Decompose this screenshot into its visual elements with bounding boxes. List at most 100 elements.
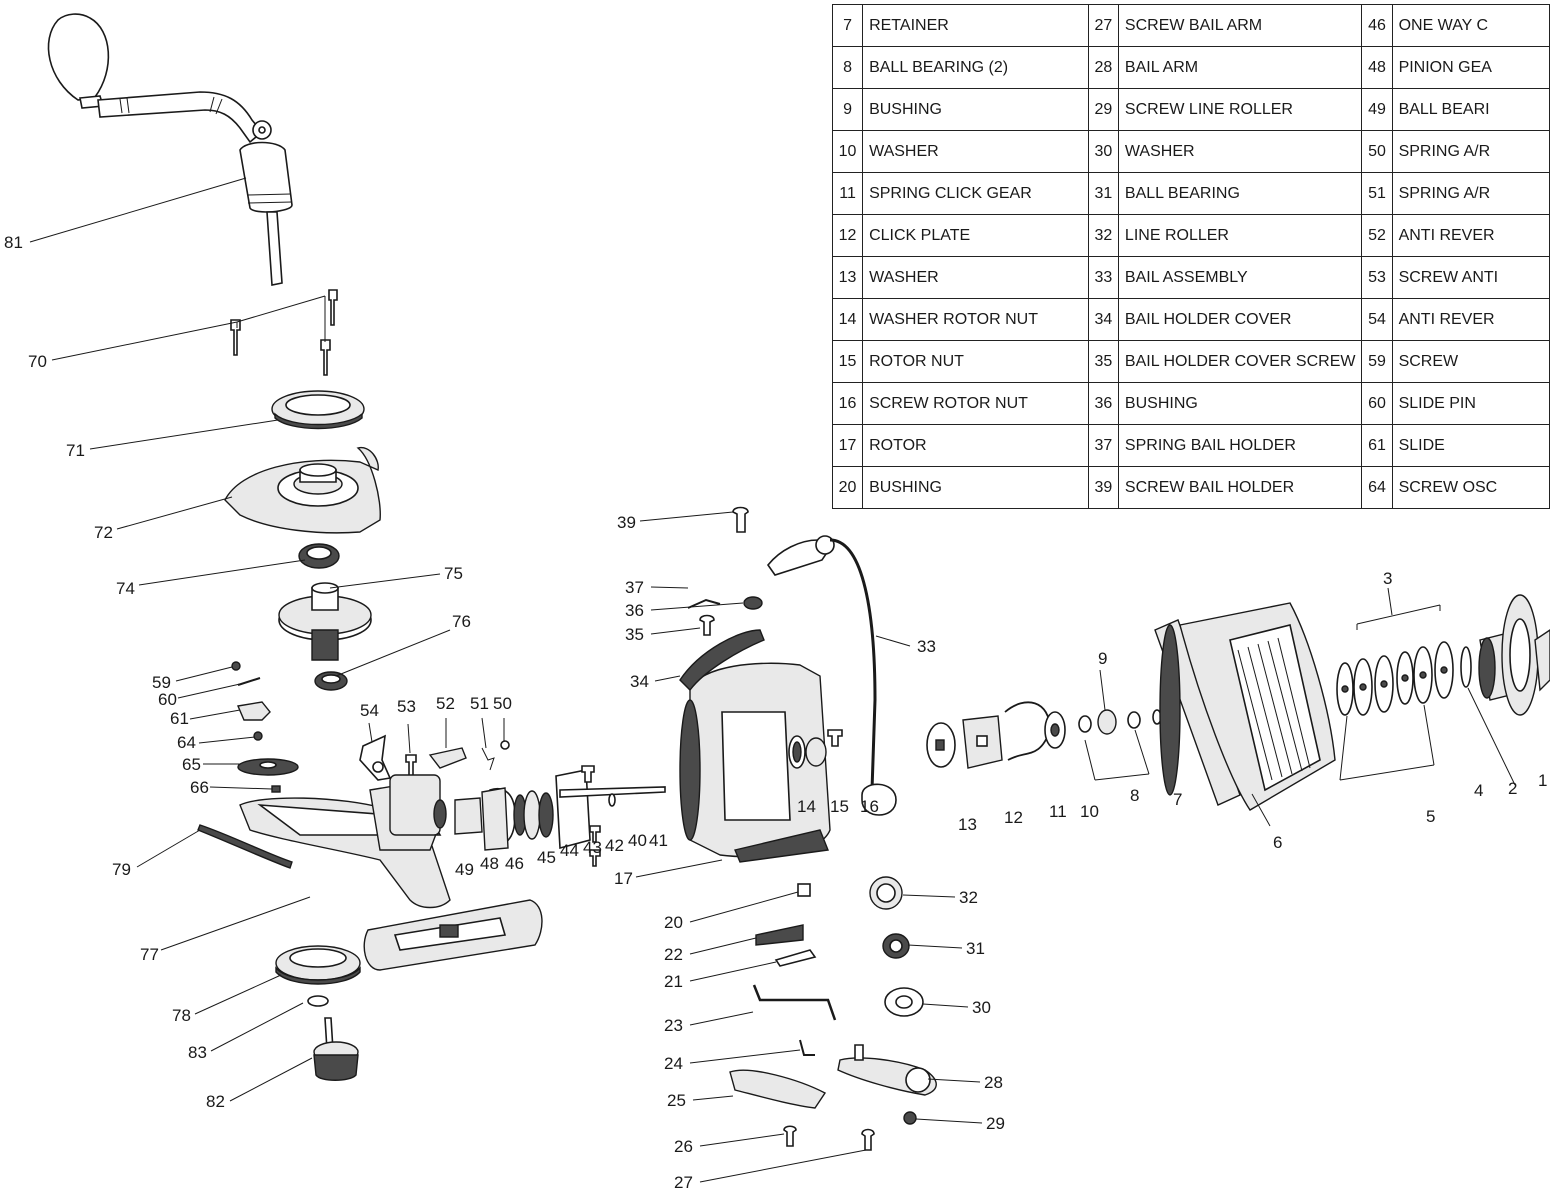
callout-20: 20 <box>664 913 683 932</box>
part-number-cell: 59 <box>1361 340 1393 383</box>
callout-27: 27 <box>674 1173 693 1191</box>
part-number-cell: 60 <box>1361 382 1393 425</box>
part-name-cell: BALL BEARING (2) <box>862 46 1089 89</box>
part-number-cell: 14 <box>831 298 864 341</box>
part-number-cell: 17 <box>831 424 864 467</box>
callout-15: 15 <box>830 797 849 816</box>
callout-66: 66 <box>190 778 209 797</box>
callout-65: 65 <box>182 755 201 774</box>
anti-reverse-parts <box>359 734 510 781</box>
part-name-cell: PINION GEA <box>1391 46 1550 89</box>
callout-1: 1 <box>1538 771 1547 790</box>
part-number-cell: 13 <box>831 256 864 299</box>
callout-11: 11 <box>1049 802 1067 821</box>
callout-70: 70 <box>28 352 47 371</box>
callout-17: 17 <box>614 869 633 888</box>
callout-2: 2 <box>1508 779 1517 798</box>
bearing-76 <box>314 671 348 691</box>
part-name-cell: SCREW OSC <box>1391 466 1550 509</box>
callout-76: 76 <box>452 612 471 631</box>
bearing-74 <box>298 543 340 569</box>
callout-13: 13 <box>958 815 977 834</box>
part-number-cell: 33 <box>1087 256 1119 299</box>
part-number-cell: 28 <box>1087 46 1119 89</box>
part-name-cell: SPRING BAIL HOLDER <box>1117 424 1363 467</box>
callout-52: 52 <box>436 694 455 713</box>
part-number-cell: 31 <box>1087 172 1119 215</box>
callout-28: 28 <box>984 1073 1003 1092</box>
callout-40: 40 <box>628 831 647 850</box>
part-name-cell: WASHER ROTOR NUT <box>862 298 1089 341</box>
part-number-cell: 37 <box>1087 424 1119 467</box>
part-number-cell: 51 <box>1361 172 1393 215</box>
callout-30: 30 <box>972 998 991 1017</box>
part-name-cell: SCREW BAIL ARM <box>1117 4 1363 47</box>
part-name-cell: WASHER <box>862 256 1089 299</box>
part-name-cell: SPRING CLICK GEAR <box>862 172 1089 215</box>
part-name-cell: CLICK PLATE <box>862 214 1089 257</box>
callout-32: 32 <box>959 888 978 907</box>
callout-8: 8 <box>1130 786 1139 805</box>
part-name-cell: BUSHING <box>1117 382 1363 425</box>
callout-36: 36 <box>625 601 644 620</box>
line-roller-parts <box>837 876 937 1125</box>
callout-49: 49 <box>455 860 474 879</box>
callout-35: 35 <box>625 625 644 644</box>
callout-labels: 81 70 71 72 74 75 76 59 60 61 64 65 66 5… <box>4 233 1547 1191</box>
part-number-cell: 48 <box>1361 46 1393 89</box>
part-number-cell: 16 <box>831 382 864 425</box>
part-name-cell: ROTOR NUT <box>862 340 1089 383</box>
callout-39: 39 <box>617 513 636 532</box>
callout-7: 7 <box>1173 790 1182 809</box>
callout-16: 16 <box>860 797 879 816</box>
callout-25: 25 <box>667 1091 686 1110</box>
part-name-cell: SCREW ROTOR NUT <box>862 382 1089 425</box>
part-name-cell: WASHER <box>1117 130 1363 173</box>
part-number-cell: 50 <box>1361 130 1393 173</box>
part-name-cell: BAIL ARM <box>1117 46 1363 89</box>
part-number-cell: 10 <box>831 130 864 173</box>
bail-wire <box>829 538 897 816</box>
rotor-nut-parts <box>788 729 843 769</box>
callout-60: 60 <box>158 690 177 709</box>
drag-knob <box>1478 594 1550 716</box>
callout-51: 51 <box>470 694 489 713</box>
part-name-cell: SCREW <box>1391 340 1550 383</box>
callout-45: 45 <box>537 848 556 867</box>
part-number-cell: 30 <box>1087 130 1119 173</box>
part-number-cell: 15 <box>831 340 864 383</box>
part-name-cell: BALL BEARING <box>1117 172 1363 215</box>
callout-21: 21 <box>664 972 683 991</box>
part-name-cell: SCREW LINE ROLLER <box>1117 88 1363 131</box>
callout-82: 82 <box>206 1092 225 1111</box>
callout-77: 77 <box>140 945 159 964</box>
callout-14: 14 <box>797 797 816 816</box>
part-name-cell: ANTI REVER <box>1391 214 1550 257</box>
callout-48: 48 <box>480 854 499 873</box>
callout-26: 26 <box>674 1137 693 1156</box>
part-name-cell: SLIDE <box>1391 424 1550 467</box>
callout-34: 34 <box>630 672 649 691</box>
part-number-cell: 54 <box>1361 298 1393 341</box>
part-number-cell: 29 <box>1087 88 1119 131</box>
part-number-cell: 11 <box>831 172 864 215</box>
callout-43: 43 <box>583 838 602 857</box>
part-name-cell: WASHER <box>862 130 1089 173</box>
callout-29: 29 <box>986 1114 1005 1133</box>
part-number-cell: 34 <box>1087 298 1119 341</box>
part-number-cell: 53 <box>1361 256 1393 299</box>
part-name-cell: SLIDE PIN <box>1391 382 1550 425</box>
part-number-cell: 9 <box>831 88 864 131</box>
part-number-cell: 8 <box>831 46 864 89</box>
part-name-cell: SPRING A/R <box>1391 172 1550 215</box>
